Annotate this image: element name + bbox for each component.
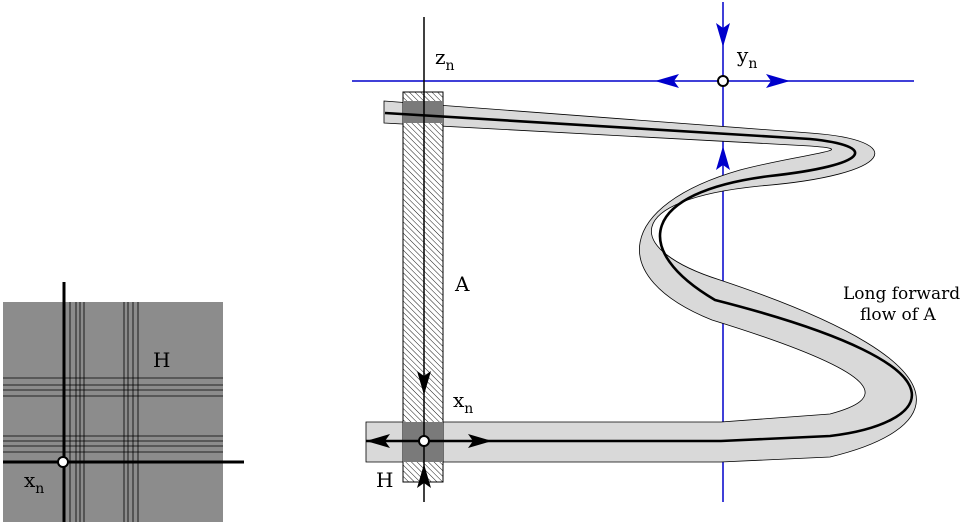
neighborhood-square-H xyxy=(3,302,223,522)
blue-arrow-right-icon xyxy=(766,74,790,88)
forward-flow-band xyxy=(365,100,917,463)
right-panel: zn yn A xn H Long forward flow of A xyxy=(352,2,960,502)
label-H-left: H xyxy=(153,348,170,372)
fixed-point-yn xyxy=(717,75,729,87)
blue-arrows xyxy=(655,23,790,170)
label-xn-left: xn xyxy=(24,468,44,497)
label-H-right: H xyxy=(376,468,393,492)
blue-arrow-left-icon xyxy=(655,74,679,88)
arrow-down-icon xyxy=(417,371,431,395)
fixed-point-xn-left xyxy=(57,456,69,468)
label-xn-right: xn xyxy=(453,388,473,417)
hatched-rectangle-A xyxy=(402,91,444,483)
arrow-right-icon xyxy=(468,434,492,448)
label-A: A xyxy=(454,272,470,296)
arrow-left-icon xyxy=(366,434,390,448)
black-arrows xyxy=(366,371,492,488)
grid-lines xyxy=(3,302,223,522)
fixed-point-xn-right xyxy=(418,435,430,447)
blue-arrow-down-icon xyxy=(716,23,730,47)
left-panel: H xn xyxy=(3,282,244,522)
label-yn: yn xyxy=(736,43,757,72)
label-flow-line1: Long forward xyxy=(843,284,960,304)
dark-cell-top xyxy=(403,101,443,123)
arrow-up-icon xyxy=(417,464,431,488)
label-zn: zn xyxy=(435,45,455,74)
flow-curve xyxy=(366,111,914,443)
blue-arrow-up-icon xyxy=(716,146,730,170)
label-flow-line2: flow of A xyxy=(860,305,936,325)
